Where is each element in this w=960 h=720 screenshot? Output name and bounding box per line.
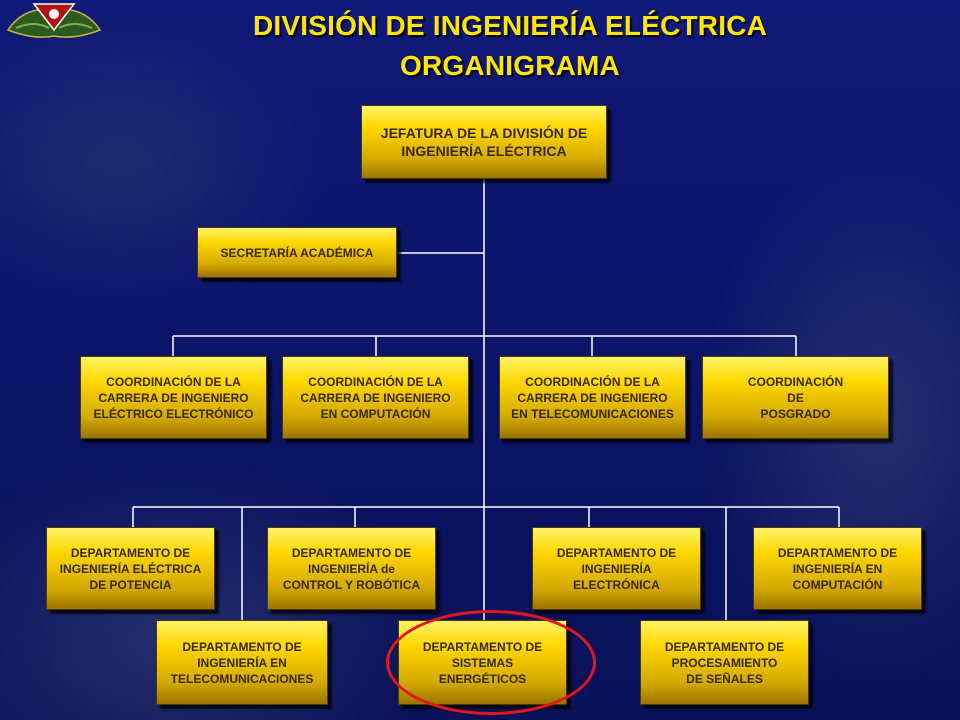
node-dept-control-robotica: DEPARTAMENTO DE INGENIERÍA de CONTROL Y … [267, 527, 436, 610]
title-line-1: DIVISIÓN DE INGENIERÍA ELÉCTRICA [252, 10, 768, 41]
title-line-2: ORGANIGRAMA [400, 50, 620, 81]
institution-logo [6, 3, 102, 38]
node-dept-electronica: DEPARTAMENTO DE INGENIERÍA ELECTRÓNICA [532, 527, 701, 610]
node-coord-posgrado: COORDINACIÓN DE POSGRADO [702, 356, 889, 439]
node-dept-potencia: DEPARTAMENTO DE INGENIERÍA ELÉCTRICA DE … [46, 527, 215, 610]
node-dept-telecomunicaciones: DEPARTAMENTO DE INGENIERÍA EN TELECOMUNI… [156, 620, 328, 705]
node-coord-telecomunicaciones: COORDINACIÓN DE LA CARRERA DE INGENIERO … [499, 356, 686, 439]
highlight-ellipse [386, 610, 596, 715]
node-jefatura: JEFATURA DE LA DIVISIÓN DE INGENIERÍA EL… [361, 105, 607, 179]
page-title: DIVISIÓN DE INGENIERÍA ELÉCTRICA ORGANIG… [0, 6, 960, 86]
node-coord-computacion: COORDINACIÓN DE LA CARRERA DE INGENIERO … [282, 356, 469, 439]
node-dept-procesamiento-senales: DEPARTAMENTO DE PROCESAMIENTO DE SEÑALES [640, 620, 809, 705]
node-dept-computacion: DEPARTAMENTO DE INGENIERÍA EN COMPUTACIÓ… [753, 527, 922, 610]
node-coord-electrico-electronico: COORDINACIÓN DE LA CARRERA DE INGENIERO … [80, 356, 267, 439]
node-secretaria-academica: SECRETARÍA ACADÉMICA [197, 227, 397, 278]
